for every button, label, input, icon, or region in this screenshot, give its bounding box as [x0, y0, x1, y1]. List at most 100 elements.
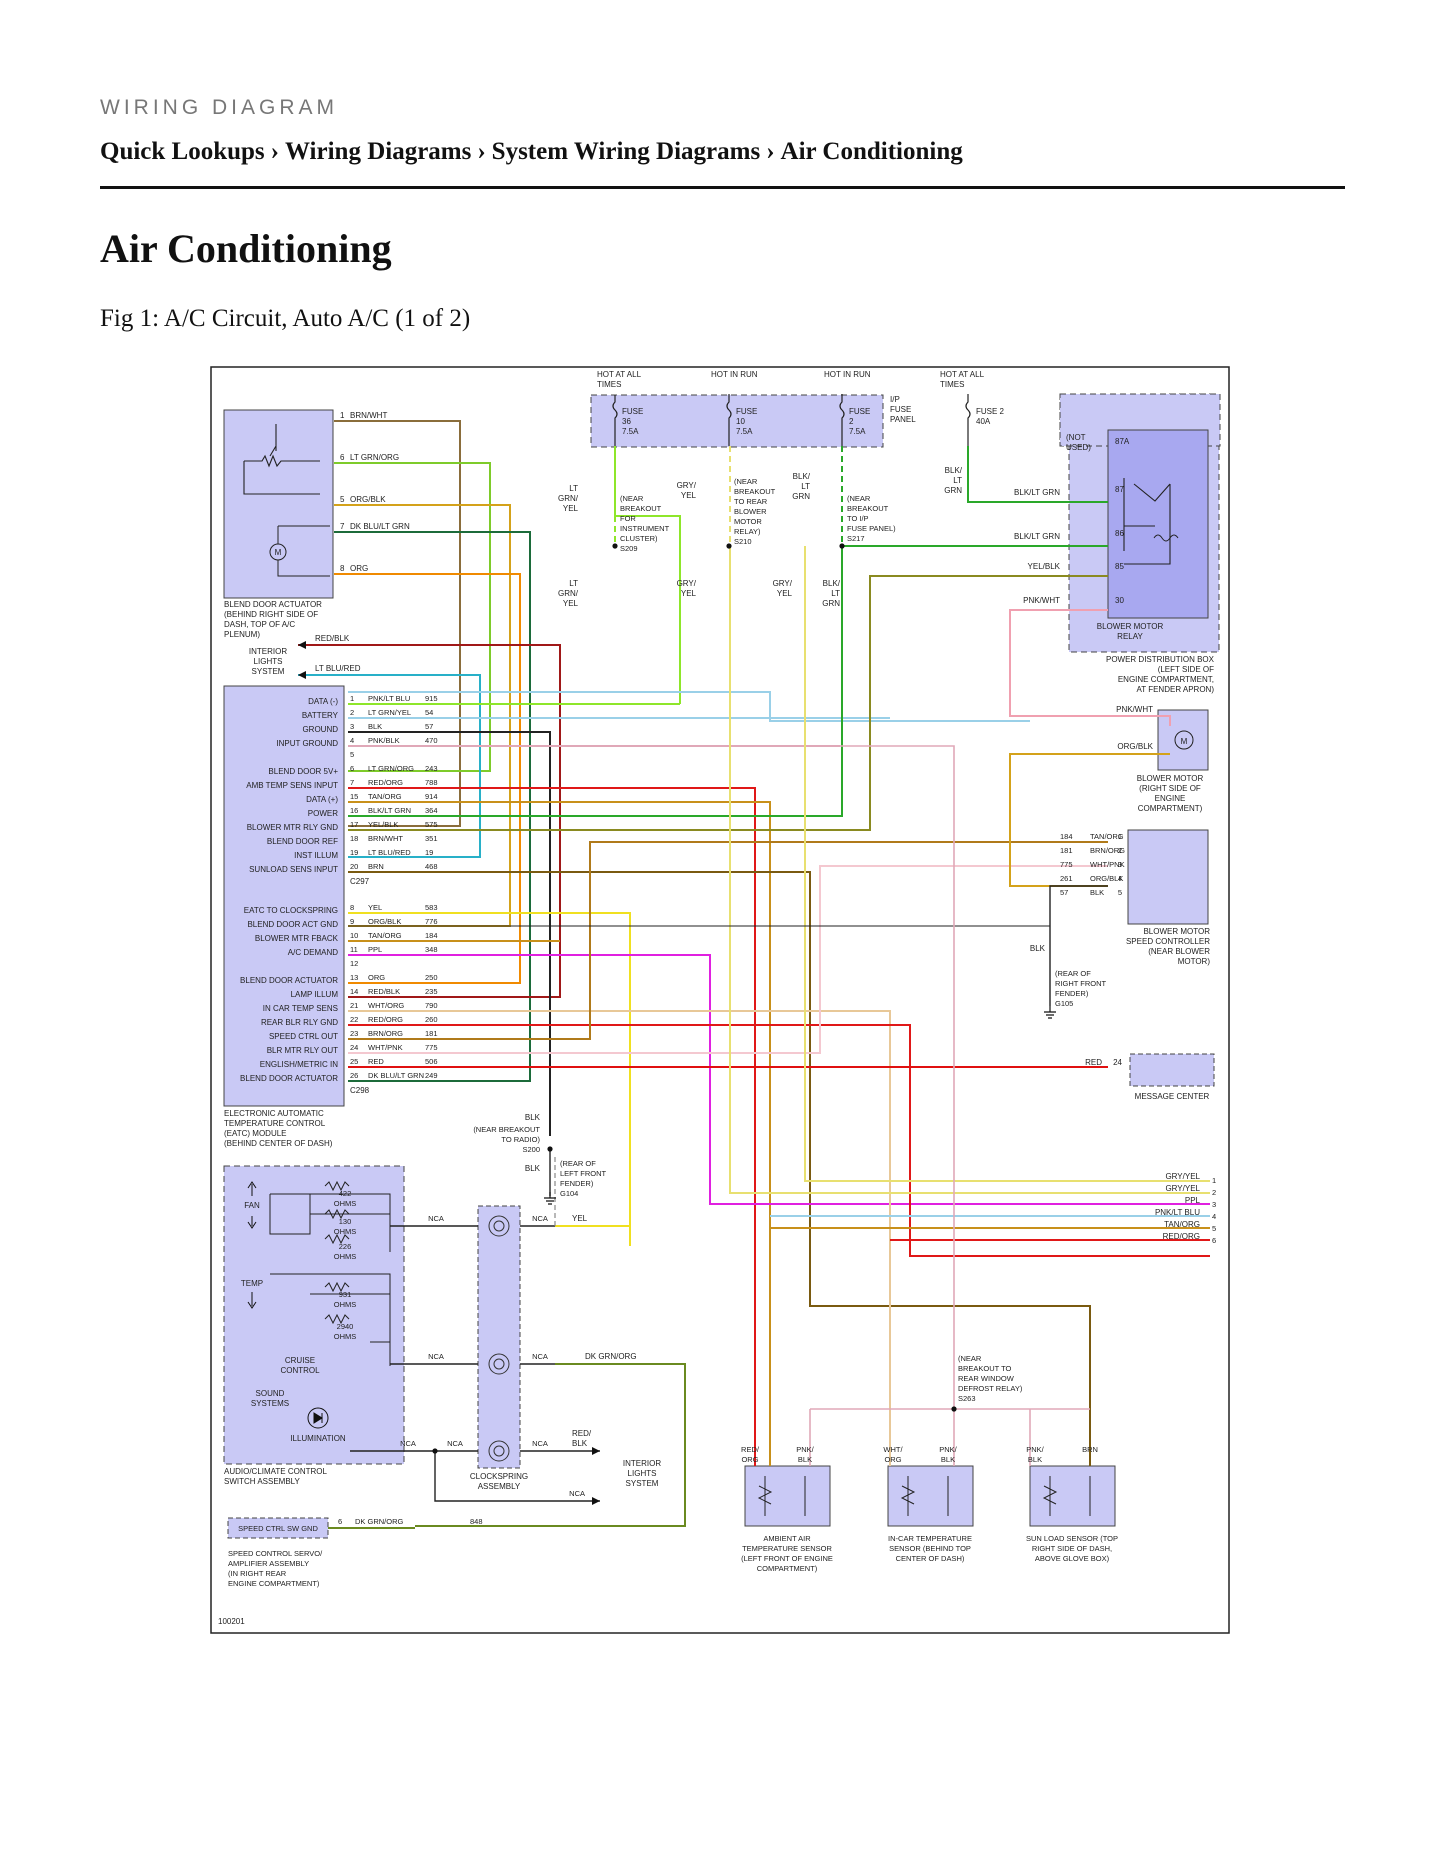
eatc-circuit-number: 915	[425, 694, 438, 703]
speed-control-servo-box	[227, 1517, 329, 1539]
eatc-pin-function: EATC TO CLOCKSPRING	[244, 906, 338, 915]
blower-motor-title: COMPARTMENT)	[1138, 804, 1203, 813]
motor-leads	[277, 525, 330, 577]
splice-s209-label: S209	[620, 544, 638, 553]
fuse-icon	[612, 395, 618, 446]
sensor-wire-label: WHT/	[883, 1445, 903, 1454]
breadcrumb-air-conditioning[interactable]: Air Conditioning	[780, 138, 963, 165]
breadcrumb: Quick Lookups›Wiring Diagrams›System Wir…	[100, 138, 963, 166]
splice-s263	[951, 1406, 957, 1412]
eatc-pin-function: A/C DEMAND	[288, 948, 338, 957]
actuator-pin-number: 7	[340, 522, 345, 531]
eatc-pin-function: BLR MTR RLY OUT	[267, 1046, 338, 1055]
eatc-wire-color: ORG	[368, 973, 385, 982]
eatc-pin-number: 15	[350, 792, 358, 801]
resistor-value-label: OHMS	[334, 1332, 357, 1341]
fuse-icon	[965, 394, 971, 446]
eatc-pin-function: REAR BLR RLY GND	[261, 1018, 338, 1027]
splice-s217-label: (NEAR	[847, 494, 871, 503]
relay-pin-label: 87	[1115, 485, 1124, 494]
splice-s210-label: RELAY)	[734, 527, 761, 536]
speed-controller-title: (NEAR BLOWER	[1148, 947, 1210, 956]
sensor-title: SUN LOAD SENSOR (TOP	[1026, 1534, 1118, 1543]
wire-label: GRY/	[677, 579, 697, 588]
eatc-pin-function: BLEND DOOR 5V+	[268, 767, 338, 776]
eatc-pin-number: 8	[350, 903, 354, 912]
sc-wire-color: BLK	[1090, 888, 1104, 897]
wire-label: NCA	[532, 1214, 548, 1223]
eatc-wire-color: RED/BLK	[368, 987, 400, 996]
pdb-feed-label: TIMES	[940, 380, 964, 389]
wire-dk-blu-lt-grn	[334, 531, 531, 1082]
splice-s209-label: (NEAR	[620, 494, 644, 503]
splice-s210-label: S210	[734, 537, 752, 546]
breadcrumb-quick-lookups[interactable]: Quick Lookups	[100, 138, 265, 165]
illumination-icon	[307, 1407, 329, 1429]
breadcrumb-system-wiring-diagrams[interactable]: System Wiring Diagrams	[491, 138, 761, 165]
page-title: Air Conditioning	[100, 226, 392, 271]
resistor-icon	[324, 1180, 350, 1192]
right-connector-wire: PPL	[1185, 1196, 1201, 1205]
eatc-pin-function: BLEND DOOR REF	[267, 837, 338, 846]
eatc-circuit-number: 506	[425, 1057, 438, 1066]
sc-pin-number: 2	[1118, 846, 1122, 855]
ip-fuse-panel-label: I/P	[890, 395, 900, 404]
splice-s209-label: CLUSTER)	[620, 534, 658, 543]
eatc-pin-function: BLEND DOOR ACTUATOR	[240, 1074, 338, 1083]
ground-g104-label: LEFT FRONT	[560, 1169, 607, 1178]
sensor-wire-label: PNK/	[939, 1445, 957, 1454]
pdb-title: ENGINE COMPARTMENT,	[1118, 675, 1214, 684]
eatc-title: ELECTRONIC AUTOMATIC	[224, 1109, 324, 1118]
wire-yel-blk	[348, 575, 1108, 831]
sc-pin-number: 5	[1118, 888, 1122, 897]
resistor-value-label: OHMS	[334, 1252, 357, 1261]
wire-label: RED	[1085, 1058, 1102, 1067]
eatc-pin-number: 10	[350, 931, 358, 940]
sc-circuit-number: 57	[1060, 888, 1068, 897]
wire-label: DK GRN/ORG	[585, 1352, 637, 1361]
sensor-title: AMBIENT AIR	[763, 1534, 811, 1543]
splice-s263-label: DEFROST RELAY)	[958, 1384, 1023, 1393]
eatc-circuit-number: 583	[425, 903, 438, 912]
fuse-label: 40A	[976, 417, 991, 426]
eatc-pin-number: 3	[350, 722, 354, 731]
splice-s263-label: (NEAR	[958, 1354, 982, 1363]
ground-g105-label: RIGHT FRONT	[1055, 979, 1107, 988]
fuse-label: FUSE 2	[976, 407, 1005, 416]
eatc-wire-color: BLK/LT GRN	[368, 806, 411, 815]
pdb-title: AT FENDER APRON)	[1137, 685, 1215, 694]
eatc-circuit-number: 790	[425, 1001, 438, 1010]
fuse-icon	[726, 394, 732, 446]
eatc-circuit-number: 235	[425, 987, 438, 996]
fuse-label: FUSE	[849, 407, 870, 416]
resistor-value-label: 931	[339, 1290, 352, 1299]
wire-red-org	[348, 787, 756, 1466]
wire-wht-org	[348, 1010, 891, 1466]
wire-label: BLK/	[793, 472, 811, 481]
wire-label: LT	[801, 482, 810, 491]
motor-icon-label: M	[1181, 737, 1188, 746]
servo-title: AMPLIFIER ASSEMBLY	[228, 1559, 309, 1568]
breadcrumb-separator: ›	[270, 138, 279, 165]
eatc-pin-number: 7	[350, 778, 354, 787]
wire-label: LT	[569, 484, 578, 493]
splice-s217-label: TO I/P	[847, 514, 869, 523]
breadcrumb-wiring-diagrams[interactable]: Wiring Diagrams	[285, 138, 472, 165]
right-connector-wire: GRY/YEL	[1165, 1172, 1200, 1181]
splice-s210-label: BREAKOUT	[734, 487, 776, 496]
eatc-pin-function: INST ILLUM	[294, 851, 338, 860]
actuator-wire-label: BRN/WHT	[350, 411, 387, 420]
fan-label: FAN	[244, 1201, 260, 1210]
wire-label: GRN	[822, 599, 840, 608]
eatc-circuit-number: 914	[425, 792, 438, 801]
eatc-wire-color: PNK/LT BLU	[368, 694, 410, 703]
eatc-wire-color: LT BLU/RED	[368, 848, 411, 857]
eatc-wire-color: TAN/ORG	[368, 931, 402, 940]
wire-yel	[348, 912, 631, 1246]
eatc-wire-color: BRN	[368, 862, 384, 871]
pdb-title: POWER DISTRIBUTION BOX	[1106, 655, 1215, 664]
wire-label: NCA	[428, 1352, 444, 1361]
eatc-circuit-number: 776	[425, 917, 438, 926]
eatc-pin-function: BLEND DOOR ACT GND	[247, 920, 338, 929]
